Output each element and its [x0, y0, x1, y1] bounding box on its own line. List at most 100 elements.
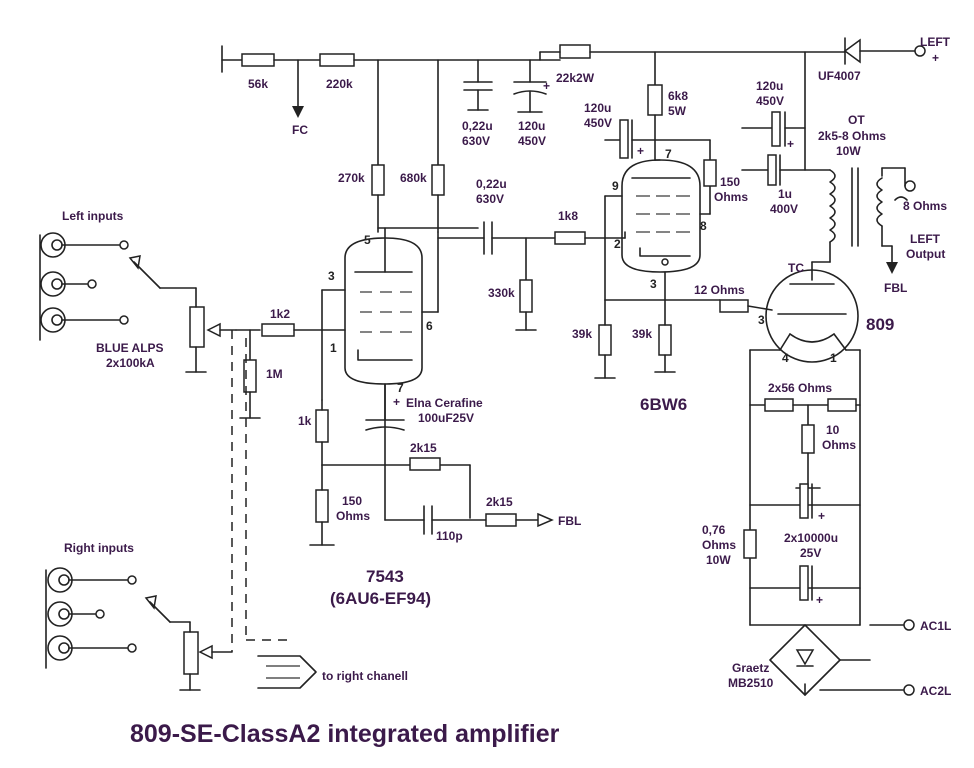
pin-809-1: 1 [830, 351, 837, 365]
resistor-12-ohms [719, 299, 749, 313]
pin-6bw6-9: 9 [612, 179, 619, 193]
label-56k: 56k [248, 77, 268, 91]
left-plus-terminal[interactable] [914, 45, 926, 57]
pin-6bw6-3: 3 [650, 277, 657, 291]
label-plus-c: + [787, 137, 794, 151]
driver-stage [594, 139, 773, 379]
label-150-g2-unit: Ohms [714, 190, 748, 204]
diode-uf4007 [843, 38, 861, 64]
resistor-150-ohms-g2 [703, 159, 717, 187]
label-ot-power: 10W [836, 144, 861, 158]
label-076-w: 10W [706, 553, 731, 567]
left-inputs [39, 232, 237, 373]
label-plus-f: + [816, 593, 823, 607]
label-400v: 400V [770, 202, 798, 216]
label-ac1l: AC1L [920, 619, 951, 633]
label-809: 809 [866, 315, 894, 334]
label-2k15-b: 2k15 [486, 495, 513, 509]
label-1k8: 1k8 [558, 209, 578, 223]
label-450v-drv: 450V [584, 116, 612, 130]
page-title: 809-SE-ClassA2 integrated amplifier [130, 720, 560, 748]
pin-6bw6-8: 8 [700, 219, 707, 233]
label-220k: 220k [326, 77, 353, 91]
label-450v-ot: 450V [756, 94, 784, 108]
coupling-network [437, 221, 626, 331]
label-680k: 680k [400, 171, 427, 185]
label-150-g2: 150 [720, 175, 740, 189]
label-fc: FC [292, 123, 308, 137]
label-right-inputs: Right inputs [64, 541, 134, 555]
resistor-6k8 [647, 84, 663, 116]
pin-809-3: 3 [758, 313, 765, 327]
label-10-unit: Ohms [822, 438, 856, 452]
pin-7543-6: 6 [426, 319, 433, 333]
label-2x56: 2x56 Ohms [768, 381, 832, 395]
label-630v-top: 630V [462, 134, 490, 148]
volume-pot-left[interactable] [189, 306, 205, 348]
resistor-330k [519, 279, 533, 313]
label-076: 0,76 [702, 523, 726, 537]
labels: 56k 220k FC 0,22u 630V 120u 450V + 22k2W… [62, 35, 951, 748]
label-39k-a: 39k [572, 327, 592, 341]
resistor-2k15-a [409, 457, 441, 471]
resistor-680k [431, 164, 445, 196]
speaker-terminal[interactable] [904, 180, 916, 192]
pin-7543-5: 5 [364, 233, 371, 247]
label-graetz: Graetz [732, 661, 769, 675]
label-1u: 1u [778, 187, 792, 201]
input-stage [235, 59, 554, 546]
resistor-2x56-a [764, 398, 794, 412]
label-25v: 25V [800, 546, 821, 560]
pin-6bw6-7: 7 [665, 147, 672, 161]
volume-pot-right[interactable] [183, 631, 199, 675]
label-left-plus: LEFT [920, 35, 951, 49]
pin-6bw6-2: 2 [614, 237, 621, 251]
pin-7543-3: 3 [328, 269, 335, 283]
resistor-39k-a [598, 324, 612, 356]
label-plus-a: + [543, 79, 550, 93]
label-7543: 7543 [366, 567, 404, 586]
label-330k: 330k [488, 286, 515, 300]
resistor-2x56-b [827, 398, 857, 412]
label-120u-top: 120u [518, 119, 545, 133]
label-120u-drv: 120u [584, 101, 611, 115]
ac1l-terminal[interactable] [903, 619, 915, 631]
resistor-1k8 [554, 231, 586, 245]
label-6bw6: 6BW6 [640, 395, 687, 414]
label-8-ohms: 8 Ohms [903, 199, 947, 213]
resistor-1k [315, 409, 329, 443]
label-630v-cpl: 630V [476, 192, 504, 206]
label-120u-ot: 120u [756, 79, 783, 93]
label-076-unit: Ohms [702, 538, 736, 552]
label-1k: 1k [298, 414, 312, 428]
resistor-150-ohms [315, 489, 329, 523]
label-6k8: 6k8 [668, 89, 688, 103]
output-transformer [829, 167, 916, 274]
label-100uf25v: 100uF25V [418, 411, 474, 425]
tube-6bw6 [621, 159, 701, 273]
resistor-56k [241, 53, 275, 67]
resistor-220k [319, 53, 355, 67]
label-ot: OT [848, 113, 865, 127]
label-plus-d: + [393, 395, 400, 409]
label-22k2w: 22k2W [556, 71, 595, 85]
b-plus-rail [221, 37, 926, 186]
ac2l-terminal[interactable] [903, 684, 915, 696]
label-1k2: 1k2 [270, 307, 290, 321]
output-stage [743, 261, 915, 696]
resistor-10-ohms [801, 424, 815, 454]
label-022u-cpl: 0,22u [476, 177, 507, 191]
label-plus-left: + [932, 51, 939, 65]
label-plus-e: + [818, 509, 825, 523]
label-to-right-channel: to right chanell [322, 669, 408, 683]
resistor-1k2 [261, 323, 295, 337]
label-fbl-out: FBL [884, 281, 907, 295]
label-10000u: 2x10000u [784, 531, 838, 545]
resistor-39k-b [658, 324, 672, 356]
label-270k: 270k [338, 171, 365, 185]
resistor-2k15-b [485, 513, 517, 527]
label-ac2l: AC2L [920, 684, 951, 698]
label-1m: 1M [266, 367, 283, 381]
pin-7543-7: 7 [397, 381, 404, 395]
label-blue-alps: BLUE ALPS [96, 341, 164, 355]
